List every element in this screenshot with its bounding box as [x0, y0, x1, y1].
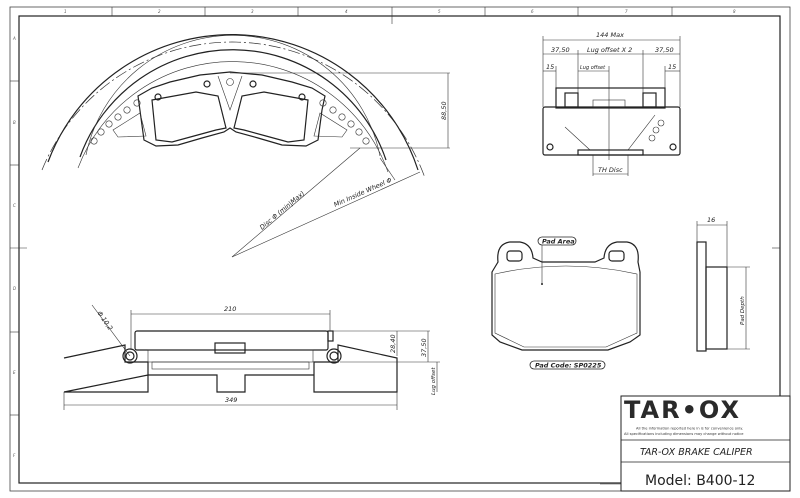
left-offset-dim: 37,50	[551, 46, 570, 54]
brake-pad-view: Pad Area Pad Code: SP0225 16 Pad Depth	[491, 216, 750, 370]
zone-row-f: F	[13, 453, 16, 458]
max-width-dim: 144 Max	[596, 31, 624, 39]
pad-area-label: Pad Area	[542, 238, 575, 246]
mount-span-dim: 210	[224, 305, 236, 313]
zone-col-5: 5	[438, 9, 441, 14]
disc-diameter-label: Disc Φ (min|Max)	[258, 189, 306, 231]
zone-row-d: D	[13, 286, 16, 291]
wheel-diameter-label: Min Inside Wheel Φ	[333, 176, 393, 209]
disclaimer-line-1: All the information reported here in is …	[636, 427, 743, 431]
right-offset-dim: 37,50	[655, 46, 674, 54]
zone-row-e: E	[13, 370, 16, 375]
model-number: Model: B400-12	[645, 473, 755, 489]
zone-col-8: 8	[733, 9, 736, 14]
hole-diameter-dim: Φ 10,2	[95, 310, 114, 332]
pad-depth-label: Pad Depth	[740, 296, 746, 325]
disc-caliper-view: 88,50 Disc Φ (min|Max) Min Inside Wheel …	[41, 34, 450, 258]
title-block: TAR•OX All the information reported here…	[600, 395, 791, 492]
pad-code-label: Pad Code: SP0225	[535, 362, 602, 370]
tarox-logo: TAR•OX	[624, 396, 741, 424]
zone-row-b: B	[13, 120, 16, 125]
zone-col-6: 6	[531, 9, 534, 14]
lug-offset-x2-dim: Lug offset X 2	[587, 46, 632, 54]
left-15-dim: 15	[546, 63, 554, 71]
zone-col-4: 4	[345, 9, 348, 14]
overall-width-dim: 349	[225, 396, 237, 404]
right-15-dim: 15	[668, 63, 676, 71]
height-dimension: 88,50	[440, 101, 448, 120]
caliper-side-view: 144 Max 37,50 Lug offset X 2 37,50 15 15…	[542, 31, 681, 176]
zone-col-7: 7	[625, 9, 628, 14]
drawing-frame: 1 2 3 4 5 6 7 8 A B C D E F	[9, 6, 791, 492]
dim-37-50: 37,50	[420, 338, 428, 357]
th-disc-dim: TH Disc	[598, 166, 623, 174]
zone-col-1: 1	[64, 9, 67, 14]
dim-28-40: 28,40	[389, 334, 397, 353]
disclaimer-line-2: All specifications including dimensions …	[624, 432, 744, 436]
pad-code-tag	[529, 360, 606, 370]
zone-col-2: 2	[158, 9, 161, 14]
pad-thickness-dim: 16	[707, 216, 715, 224]
product-title: TAR-OX BRAKE CALIPER	[640, 447, 753, 458]
zone-row-a: A	[12, 36, 16, 41]
lug-offset-dim: Lug offset	[431, 367, 437, 395]
zone-col-3: 3	[251, 9, 254, 14]
pad-area-tag	[537, 236, 577, 246]
lug-offset-label: Lug offset	[580, 65, 606, 71]
zone-row-c: C	[13, 203, 16, 208]
caliper-front-view: Φ 10,2 210 349 28,40 37,50 Lug offset	[63, 304, 440, 410]
